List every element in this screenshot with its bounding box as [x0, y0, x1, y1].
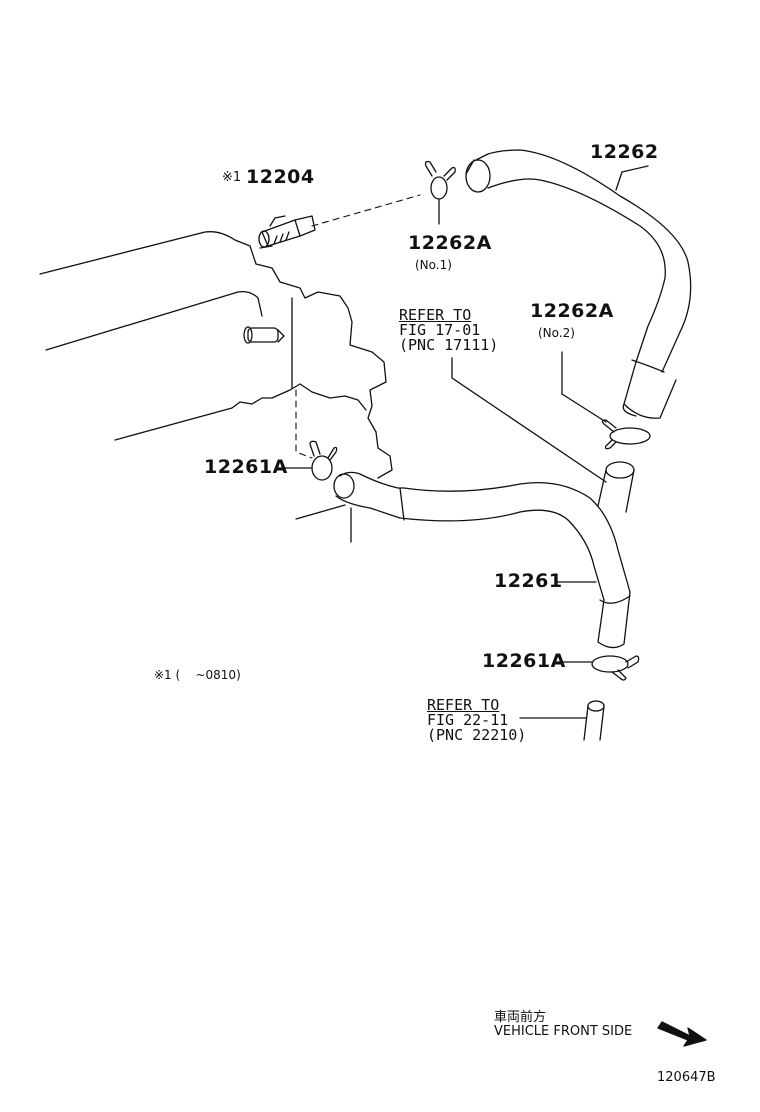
dashed-guides [295, 194, 421, 459]
ref-line-1: REFER TO [427, 696, 500, 714]
ref-fig-22-11: REFER TO FIG 22-11 (PNC 22210) [427, 698, 526, 743]
part-number-12262A-no1: 12262A [408, 232, 492, 254]
ref-line-2: FIG 17-01 [399, 321, 481, 339]
leader-12262 [615, 165, 649, 191]
ref-line-1: REFER TO [399, 306, 472, 324]
pipe-22210 [583, 700, 605, 741]
clip-12262A-no2 [601, 419, 651, 450]
part-number-12204: 12204 [246, 166, 315, 188]
part-number-12262A-no2: 12262A [530, 300, 614, 322]
hose-12261 [333, 471, 631, 649]
hose-12262 [465, 149, 692, 419]
pipe-17111 [597, 461, 635, 513]
ref-line-3: (PNC 17111) [399, 336, 499, 354]
part-number-12261A-upper: 12261A [204, 456, 288, 478]
sub-label-no1: (No.1) [415, 258, 452, 272]
mark-12204: ※1 [222, 170, 242, 185]
engine-block-outline [39, 231, 393, 543]
stud-fitting [243, 326, 285, 344]
clip-12262A-no1 [424, 160, 456, 200]
part-number-12262: 12262 [590, 141, 659, 163]
arrow-down-right-icon [657, 1021, 707, 1047]
direction-label-jp: 車両前方 [494, 1010, 547, 1025]
sub-label-no2: (No.2) [538, 326, 575, 340]
leader-fig-17-01 [451, 357, 607, 483]
footnote-range: ( ~0810) [175, 668, 241, 682]
footnote-mark: ※1 [154, 668, 172, 682]
direction-label-en: VEHICLE FRONT SIDE [494, 1024, 633, 1039]
clip-12261A-lower [591, 655, 640, 681]
ref-line-3: (PNC 22210) [427, 726, 527, 744]
ref-line-2: FIG 22-11 [427, 711, 509, 729]
part-number-12261A-lower: 12261A [482, 650, 566, 672]
part-number-12261: 12261 [494, 570, 563, 592]
footnote: ※1 ( ~0810) [154, 668, 241, 682]
ref-fig-17-01: REFER TO FIG 17-01 (PNC 17111) [399, 308, 498, 353]
sensor-12204 [258, 215, 316, 248]
clip-12261A-upper [309, 440, 338, 481]
leader-12262A-no2 [561, 351, 607, 423]
figure-code: 120647B [657, 1070, 716, 1085]
